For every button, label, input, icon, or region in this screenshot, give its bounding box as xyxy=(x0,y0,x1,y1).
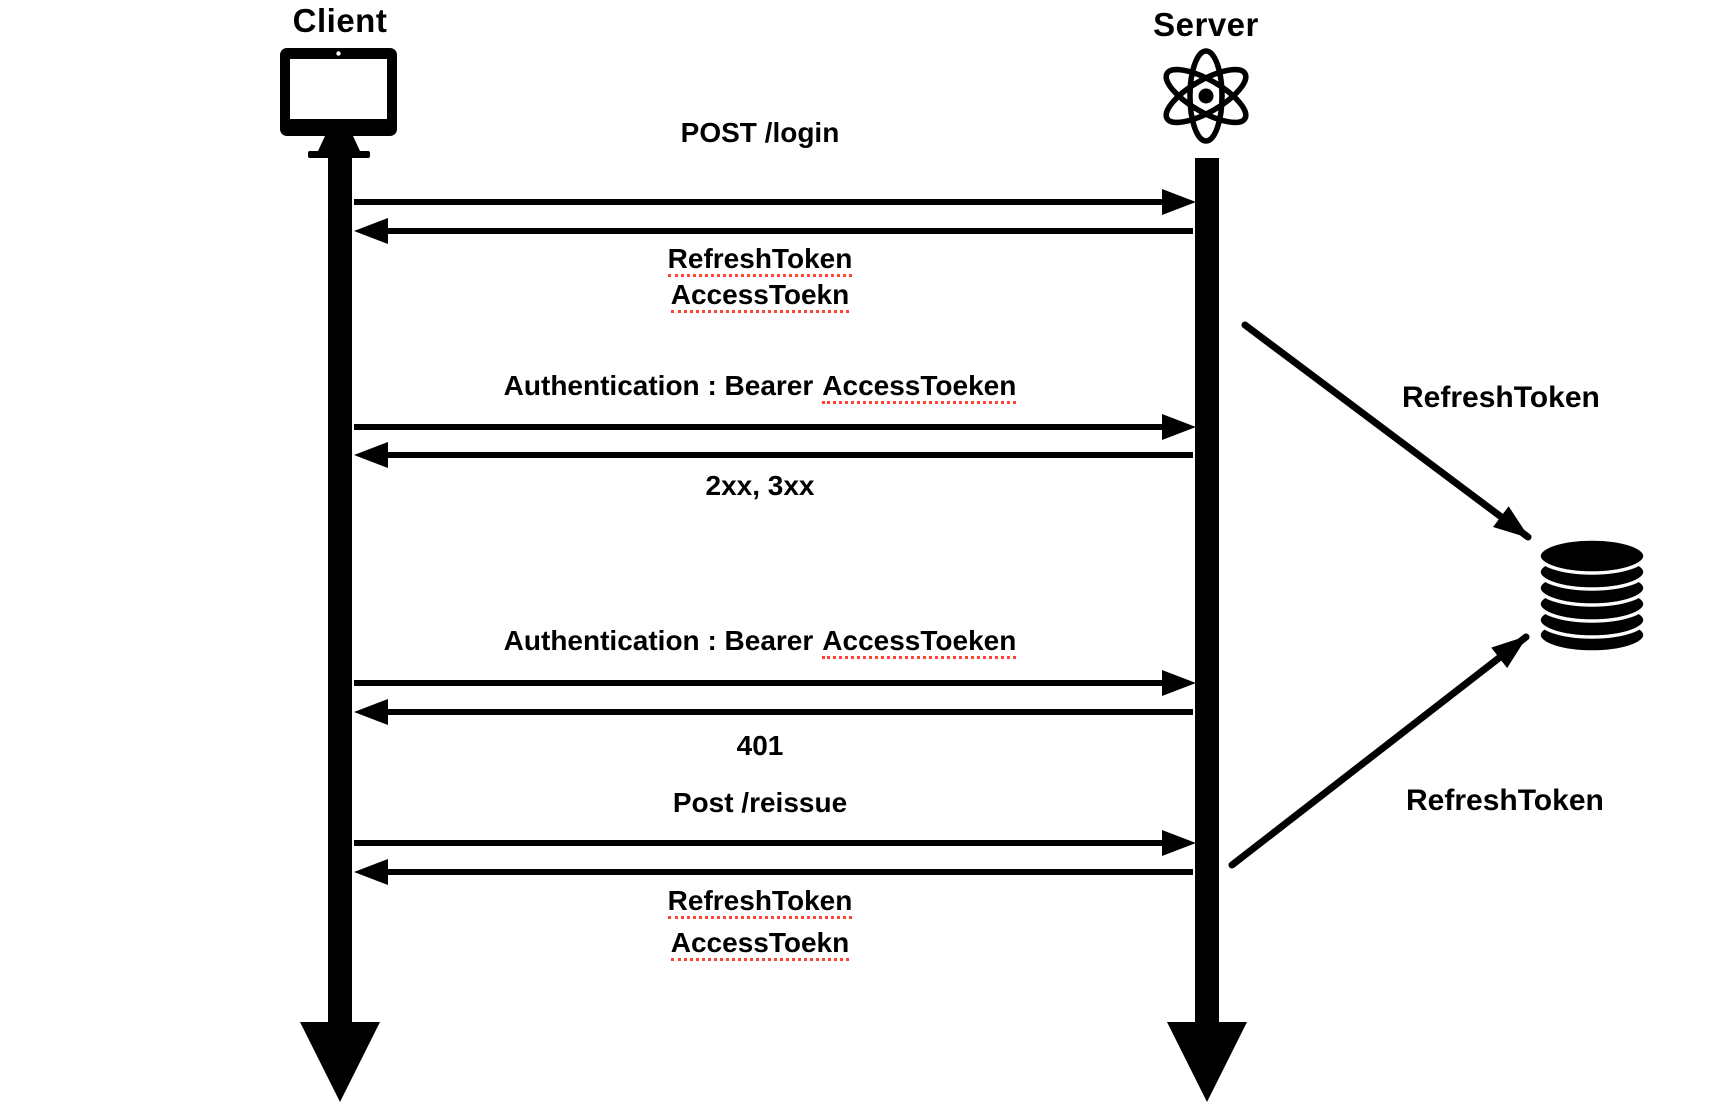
misspelled-word: AccessToeken xyxy=(822,371,1017,405)
auth-prefix-text: Authentication : Bearer xyxy=(503,625,814,656)
client-actor-label: Client xyxy=(292,2,388,39)
desktop-monitor-icon xyxy=(280,48,397,158)
arrow-login-request xyxy=(354,189,1196,215)
auth-prefix-text: Authentication : Bearer xyxy=(503,370,814,401)
arrow-load-refresh-token xyxy=(1228,633,1530,869)
arrow-login-response xyxy=(354,218,1193,244)
store-arrows xyxy=(1228,321,1532,869)
message-label-reissue-refresh-token: RefreshToken xyxy=(354,886,1166,920)
arrow-save-refresh-token xyxy=(1241,321,1532,541)
message-label-auth-bearer-2: Authentication : Bearer AccessToeken xyxy=(354,625,1166,660)
atom-icon xyxy=(1163,48,1249,144)
database-icon xyxy=(1537,537,1647,654)
server-lifeline xyxy=(1167,158,1247,1102)
store-load-label: RefreshToken xyxy=(1406,784,1604,817)
message-label-login-access-toekn: AccessToekn xyxy=(354,280,1166,314)
message-label-auth-bearer-1: Authentication : Bearer AccessToeken xyxy=(354,370,1166,405)
arrow-auth-request-1 xyxy=(354,414,1196,440)
message-label-login-refresh-token: RefreshToken xyxy=(354,244,1166,278)
misspelled-word: AccessToeken xyxy=(822,626,1017,660)
misspelled-word: AccessToekn xyxy=(670,280,850,314)
arrow-auth-request-2 xyxy=(354,670,1196,696)
misspelled-word: AccessToekn xyxy=(670,928,850,962)
client-lifeline xyxy=(300,158,380,1102)
misspelled-word: RefreshToken xyxy=(667,886,853,920)
arrow-reissue-response xyxy=(354,859,1193,885)
message-label-401: 401 xyxy=(736,730,784,761)
message-label-2xx-3xx: 2xx, 3xx xyxy=(705,470,815,501)
misspelled-word: RefreshToken xyxy=(667,244,853,278)
server-actor-label: Server xyxy=(1153,6,1259,43)
message-label-reissue-access-toekn: AccessToekn xyxy=(354,928,1166,962)
message-arrows xyxy=(354,189,1196,885)
arrow-auth-response-2 xyxy=(354,699,1193,725)
arrow-reissue-request xyxy=(354,830,1196,856)
message-label-post-login: POST /login xyxy=(680,117,840,148)
store-save-label: RefreshToken xyxy=(1402,381,1600,414)
message-label-post-reissue: Post /reissue xyxy=(672,787,848,818)
arrow-auth-response-1 xyxy=(354,442,1193,468)
